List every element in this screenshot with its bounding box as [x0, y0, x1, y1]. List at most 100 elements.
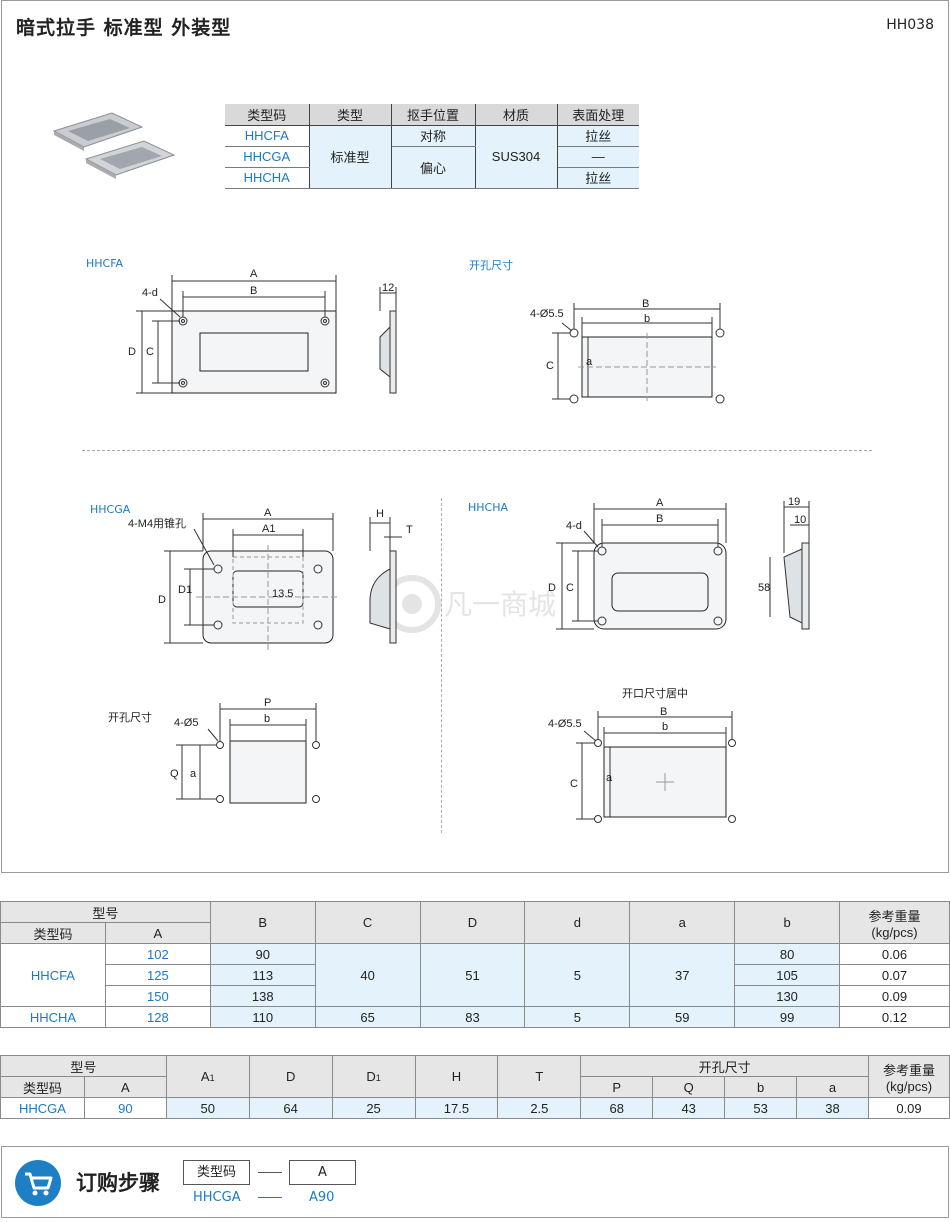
t1-weight-unit: (kg/pcs)	[871, 924, 918, 940]
t2-type-code-header: 类型码	[0, 1076, 85, 1098]
t1-a-header: A	[104, 922, 211, 944]
t2-col-b: b	[724, 1076, 798, 1098]
t2-weight-label: 参考重量	[882, 1062, 935, 1078]
hhcfa-cut-dim-hole: 4-Ø5.5	[530, 308, 564, 320]
hhcfa-dim-b: B	[250, 285, 257, 297]
t2-col-t: T	[497, 1055, 582, 1098]
hhcha-dim-10: 10	[794, 514, 806, 526]
t2-col-a1: A1	[165, 1055, 250, 1098]
t1-type-code-header: 类型码	[0, 922, 106, 944]
hhcga-cut-dim-hole: 4-Ø5	[174, 717, 198, 729]
vertical-divider	[441, 498, 442, 833]
hhcga-dim-hole: 4-M4用锥孔	[128, 517, 186, 530]
hhcha-cut-dim-c: C	[570, 778, 578, 790]
position-offset: 偏心	[391, 146, 476, 189]
t1-hhcfa-code: HHCFA	[0, 943, 106, 1007]
t2-code: HHCGA	[0, 1097, 85, 1119]
header-type-code: 类型码	[225, 104, 310, 126]
type-code-hhcha: HHCHA	[225, 167, 310, 189]
t2-b: 53	[724, 1097, 798, 1119]
page-title: 暗式拉手 标准型 外装型	[16, 17, 232, 39]
product-drawing-sheet: 暗式拉手 标准型 外装型 HH038 类型码 类型 抠手位置 材质 表面处理 H…	[1, 0, 949, 873]
order-value-a: A90	[309, 1190, 335, 1205]
t1-hhcfa-a-3: 150	[104, 985, 211, 1007]
t2-col-a1-sub: 1	[209, 1073, 215, 1083]
t1-hhcha-hole-d: 5	[524, 1006, 631, 1028]
spec-table-hhcfa-hhcha: 型号 B C D d a b 参考重量(kg/pcs) 类型码 A HHCFA …	[0, 901, 950, 1028]
t1-col-b-lower: b	[734, 901, 841, 944]
t1-hhcfa-b-1: 90	[209, 943, 316, 965]
hhcga-cutout-drawing: P b 4-Ø5 Q a	[170, 697, 320, 804]
t1-col-b: B	[209, 901, 316, 944]
t2-d: 64	[248, 1097, 333, 1119]
hhcfa-cut-dim-b-upper: B	[642, 298, 649, 310]
t1-weight-header: 参考重量(kg/pcs)	[839, 901, 950, 944]
product-photo	[52, 112, 176, 179]
hhcha-label: HHCHA	[468, 501, 509, 514]
hhcha-cut-label: 开口尺寸居中	[622, 687, 688, 700]
t1-hhcfa-b-lower-2: 105	[734, 964, 841, 986]
t2-col-d: D	[248, 1055, 333, 1098]
hhcga-drawing: A A1 4-M4用锥孔 D D1 13.5 H T	[128, 507, 413, 651]
surface-hhcga: —	[557, 146, 639, 168]
surface-hhcfa: 拉丝	[557, 125, 639, 147]
t2-weight: 0.09	[867, 1097, 950, 1119]
type-code-hhcfa: HHCFA	[225, 125, 310, 147]
t1-hhcfa-a-1: 102	[104, 943, 211, 965]
hhcga-dim-13-5: 13.5	[272, 588, 293, 600]
hhcfa-dim-c: C	[146, 346, 154, 358]
shopping-cart-icon	[15, 1160, 61, 1206]
t1-hhcfa-a-2: 125	[104, 964, 211, 986]
t2-a: 90	[83, 1097, 167, 1119]
t1-hhcfa-b-3: 138	[209, 985, 316, 1007]
hhcfa-dim-d: D	[128, 346, 136, 358]
t2-a1: 50	[165, 1097, 250, 1119]
t1-hhcfa-b-lower-3: 130	[734, 985, 841, 1007]
t1-hhcha-a-lower: 59	[629, 1006, 736, 1028]
hhcfa-cut-dim-a: a	[586, 356, 593, 368]
hhcfa-dim-a: A	[250, 268, 258, 280]
hhcga-label: HHCGA	[90, 503, 131, 516]
hhcha-dim-58: 58	[758, 582, 770, 594]
t1-hhcha-a: 128	[104, 1006, 211, 1028]
t2-col-p: P	[580, 1076, 654, 1098]
t2-p: 68	[580, 1097, 654, 1119]
t2-h: 17.5	[414, 1097, 499, 1119]
t1-hhcfa-c: 40	[314, 943, 421, 1007]
t1-hhcha-b: 110	[209, 1006, 316, 1028]
position-symmetric: 对称	[391, 125, 476, 147]
order-value-type-code: HHCGA	[193, 1190, 241, 1205]
hhcga-cut-dim-p: P	[264, 697, 271, 709]
hhcga-cut-dim-b: b	[264, 713, 270, 725]
hhcha-dim-a: A	[656, 497, 664, 509]
hhcha-drawing: A B 4-d D C 19 10 58	[548, 496, 810, 630]
t2-weight-unit: (kg/pcs)	[885, 1078, 933, 1094]
spec-table-hhcga: 型号 A1 D D1 H T 开孔尺寸 参考重量(kg/pcs) 类型码 A P…	[0, 1055, 950, 1119]
t1-model-header: 型号	[0, 901, 211, 923]
t2-a-header: A	[83, 1076, 167, 1098]
t2-model-header: 型号	[0, 1055, 167, 1077]
t1-hhcfa-weight-3: 0.09	[839, 985, 950, 1007]
t2-t: 2.5	[497, 1097, 582, 1119]
header-surface: 表面处理	[557, 104, 639, 126]
hhcga-cut-label: 开孔尺寸	[108, 711, 152, 724]
t2-d1: 25	[331, 1097, 416, 1119]
order-box-a: A	[289, 1160, 356, 1185]
t1-col-c: C	[314, 901, 421, 944]
material-value: SUS304	[475, 125, 558, 189]
hhcha-dim-c: C	[566, 582, 574, 594]
hhcga-dim-d: D	[158, 594, 166, 606]
hhcga-cut-dim-a: a	[190, 768, 197, 780]
t1-hhcha-c: 65	[314, 1006, 421, 1028]
order-value-separator	[258, 1197, 282, 1198]
t1-hhcfa-d: 51	[419, 943, 526, 1007]
header-material: 材质	[475, 104, 558, 126]
t1-hhcha-d: 83	[419, 1006, 526, 1028]
hhcfa-label: HHCFA	[86, 257, 124, 270]
hhcga-dim-t: T	[406, 524, 413, 536]
order-separator	[258, 1172, 282, 1173]
type-value: 标准型	[309, 125, 392, 189]
t2-q: 43	[652, 1097, 726, 1119]
hhcha-cut-dim-hole: 4-Ø5.5	[548, 718, 582, 730]
hhcha-dim-19: 19	[788, 496, 800, 508]
